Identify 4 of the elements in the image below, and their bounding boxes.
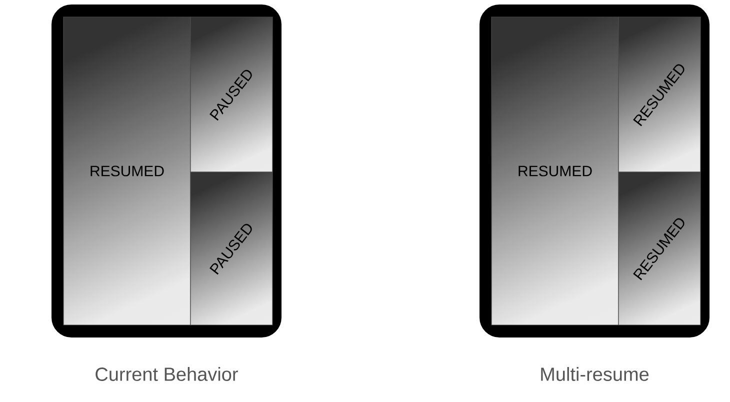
screen-pane: RESUMED: [63, 16, 191, 326]
node-label: Multi-resume: [541, 367, 649, 381]
node-label: Current Behavior: [96, 367, 238, 381]
screen-pane: RESUMED: [491, 16, 619, 326]
